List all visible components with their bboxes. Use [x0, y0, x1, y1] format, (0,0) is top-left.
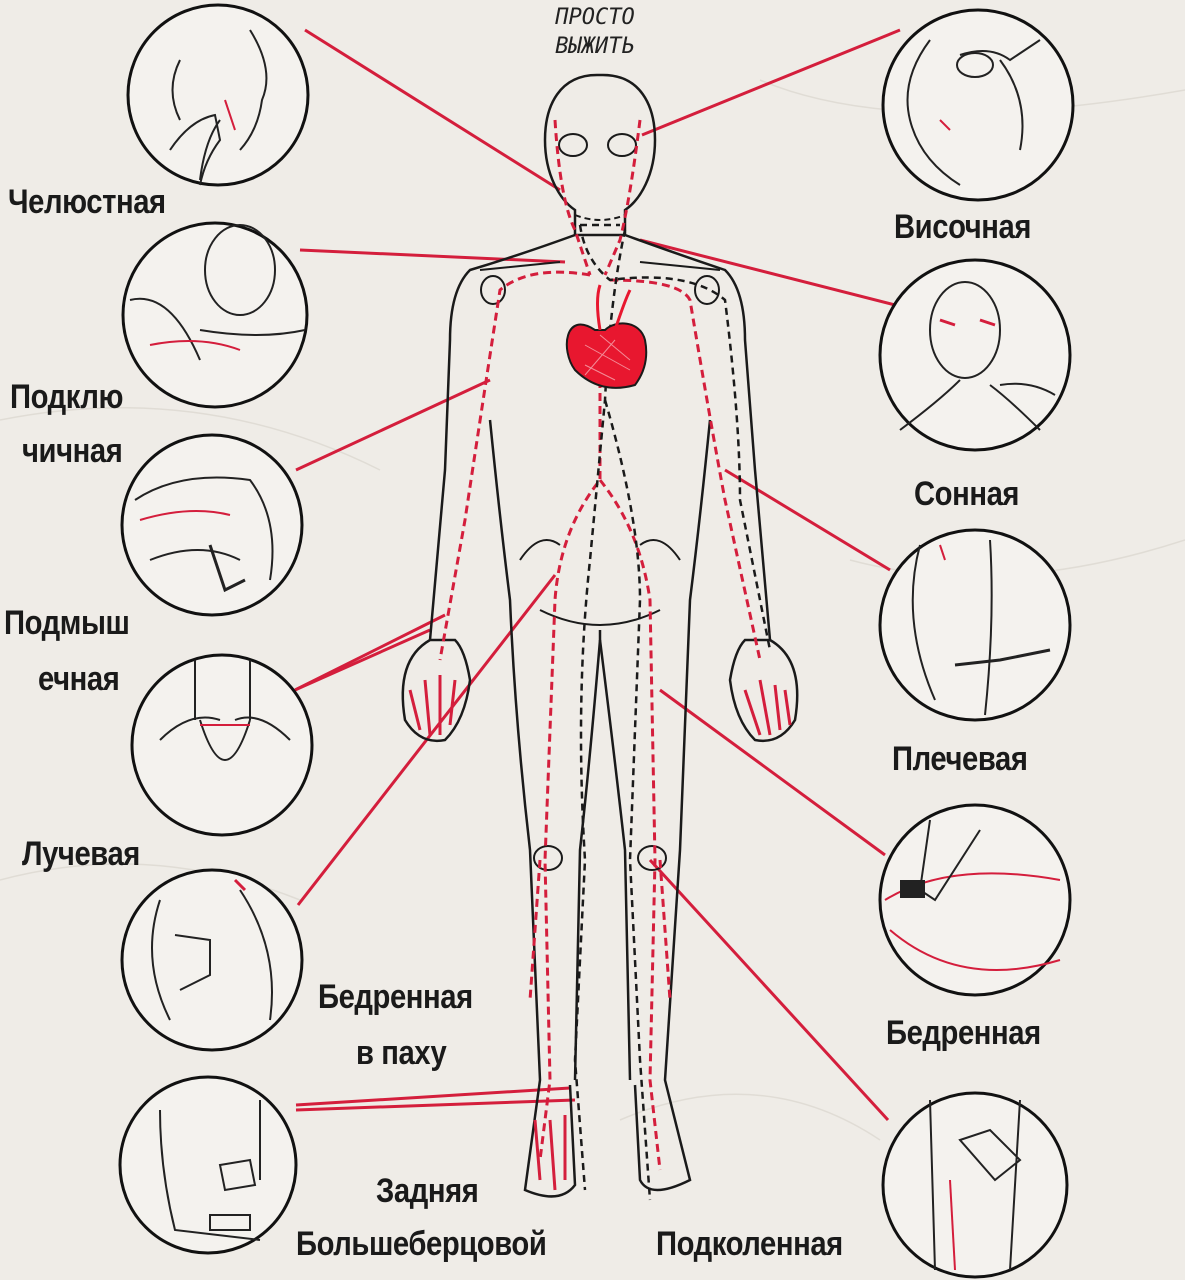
connector-subclavian: [299, 248, 566, 264]
connector-radial-b: [294, 628, 431, 692]
circle-brachial: [878, 528, 1072, 722]
label-femoral-groin-line1: Бедренная: [318, 978, 473, 1016]
circle-temporal: [881, 8, 1075, 202]
label-carotid: Сонная: [914, 475, 1020, 513]
label-femoral-groin-line2: в паху: [356, 1034, 447, 1072]
label-temporal: Височная: [894, 208, 1032, 246]
heart-icon: [565, 284, 648, 389]
circle-popliteal: [881, 1091, 1069, 1279]
connector-temporal: [641, 28, 901, 137]
circle-femoral: [878, 803, 1072, 997]
label-subclavian-line2: чичная: [22, 432, 123, 470]
veins: [573, 223, 772, 1201]
connector-lines: [294, 28, 901, 1122]
label-popliteal: Подколенная: [656, 1225, 843, 1263]
label-subclavian-line1: Подклю: [10, 378, 124, 416]
connector-tibial-a: [295, 1086, 571, 1107]
connector-brachial: [724, 468, 891, 572]
connector-tibial-b: [295, 1098, 576, 1112]
circle-radial: [130, 653, 314, 837]
extremity-vessels: [408, 675, 792, 1191]
connector-jaw: [304, 28, 561, 192]
circle-femoral-groin: [120, 868, 304, 1052]
brand-line-1: ПРОСТО: [555, 5, 635, 30]
label-posterior-tibial-line2: Большеберцовой: [296, 1225, 547, 1263]
connector-popliteal: [648, 858, 890, 1122]
label-brachial: Плечевая: [892, 740, 1028, 778]
brand-logo: ПРОСТО ВЫЖИТЬ: [530, 4, 660, 61]
circle-carotid: [878, 258, 1072, 452]
label-axillary-line2: ечная: [38, 660, 120, 698]
circle-subclavian: [121, 221, 309, 409]
connector-carotid: [639, 238, 896, 307]
connector-femoral: [659, 688, 886, 857]
label-radial: Лучевая: [22, 835, 140, 873]
circle-posterior-tibial: [118, 1075, 298, 1255]
human-body-figure: [401, 73, 799, 1198]
circle-jaw: [126, 3, 310, 187]
label-axillary-line1: Подмыш: [4, 604, 130, 642]
label-femoral: Бедренная: [886, 1014, 1041, 1052]
connector-axillary: [295, 378, 491, 472]
circle-axillary: [120, 433, 304, 617]
label-jaw: Челюстная: [8, 183, 166, 221]
label-posterior-tibial-line1: Задняя: [376, 1172, 479, 1210]
brand-line-2: ВЫЖИТЬ: [555, 33, 635, 59]
arteries: [438, 119, 762, 1171]
